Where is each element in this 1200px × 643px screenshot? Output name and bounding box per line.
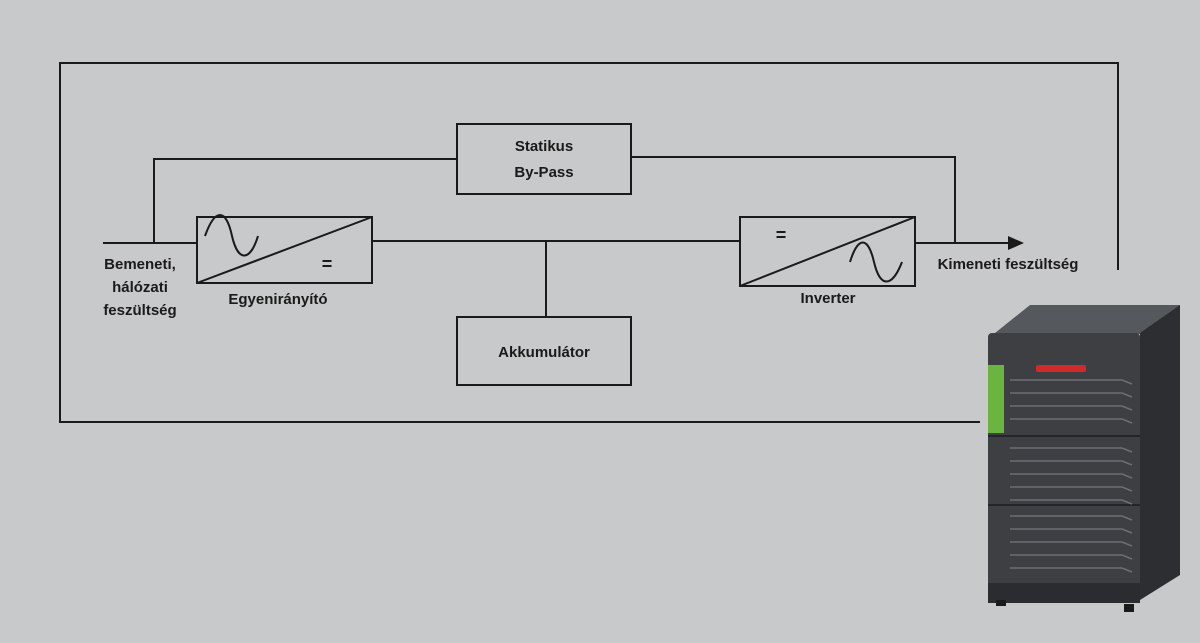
cabinet-slat [1010,405,1133,411]
bypass-label-line2: By-Pass [514,164,573,181]
battery-block: Akkumulátor [456,316,632,386]
rectifier-label: Egyenirányító [228,291,327,308]
ac-sine-icon [849,241,903,283]
bypass-label-line1: Statikus [515,138,573,155]
cabinet-slat [1010,418,1133,424]
input-label-line3: feszültség [103,302,176,319]
bypass-block: Statikus By-Pass [456,123,632,195]
output-label: Kimeneti feszültség [938,256,1079,273]
cabinet-slat [1010,379,1133,385]
rectifier-diagonal [196,216,373,284]
cabinet-slat [1010,541,1133,547]
rectifier-block: = [196,214,373,284]
input-label: Bemeneti, hálózati feszültség [103,256,176,319]
ups-cabinet-image [988,305,1180,612]
cabinet-slat [1010,447,1133,453]
ac-sine-icon [204,214,259,257]
cabinet-slat [1010,499,1133,505]
cabinet-slat [1010,392,1133,398]
input-label-line1: Bemeneti, [104,256,176,273]
rectifier-dc-symbol: = [322,254,333,274]
cabinet-slat [1010,473,1133,479]
cabinet-slat [1010,486,1133,492]
cabinet-slat [1010,567,1133,573]
battery-label: Akkumulátor [498,344,590,361]
cabinet-slat [1010,554,1133,560]
input-label-line2: hálózati [112,279,168,296]
inverter-diagonal [739,216,916,287]
cabinet-slat [1010,515,1133,521]
inverter-label: Inverter [800,290,855,307]
inverter-block: = [739,216,916,287]
cabinet-slat [1010,460,1133,466]
cabinet-slat [1010,528,1133,534]
bypass-output-wire [631,156,956,243]
outer-frame [59,62,1119,423]
bypass-input-wire [153,158,457,243]
inverter-dc-symbol: = [776,225,787,245]
output-arrow-icon [1008,236,1024,250]
